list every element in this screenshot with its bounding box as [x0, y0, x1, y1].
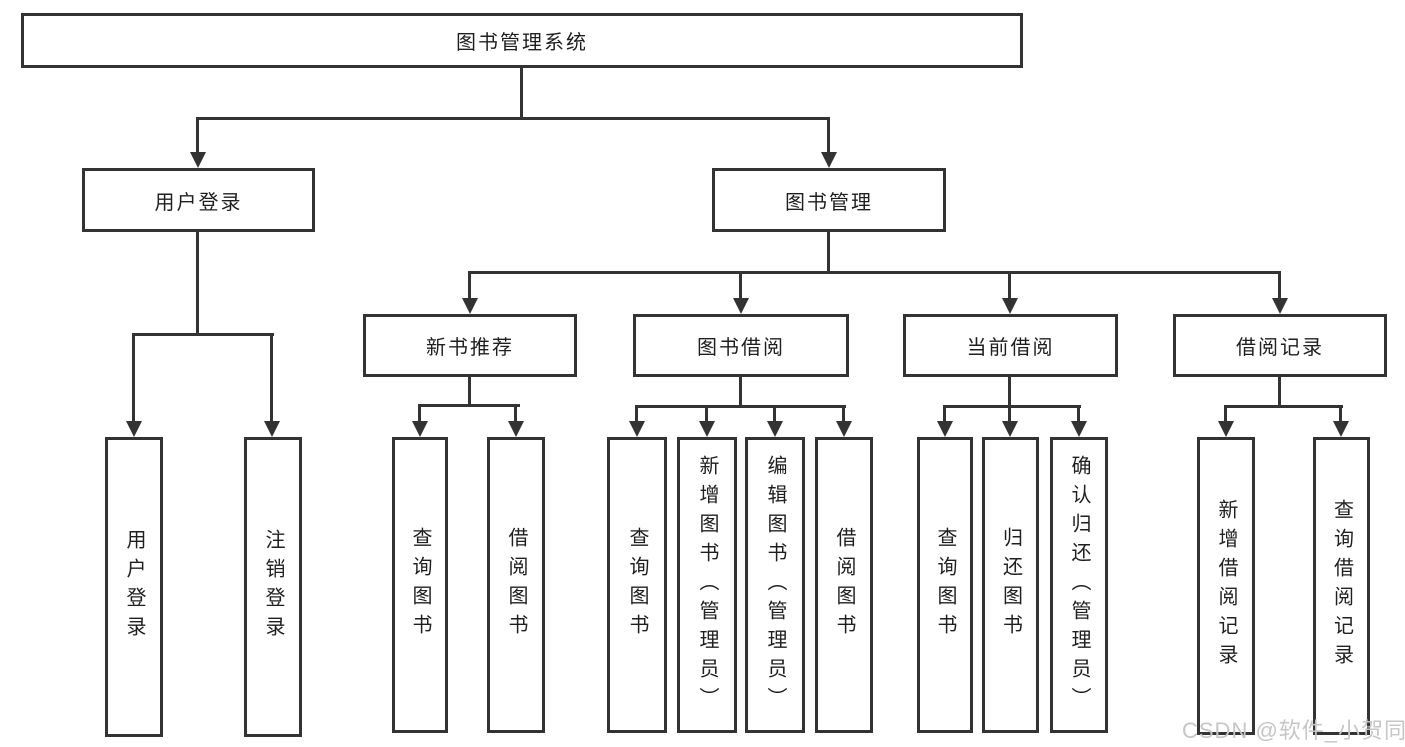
connector-cb-bar [943, 405, 1081, 408]
connector-level3-drop-2 [739, 271, 742, 301]
node-leaf-return-books: 归还图书 [982, 437, 1039, 733]
connector-nb-stem [468, 377, 471, 407]
connector-bb-drop-4 [842, 405, 845, 424]
node-leaf-logout-label: 注销登录 [262, 529, 284, 645]
arrow-down-icon [1071, 421, 1087, 437]
connector-br-bar [1224, 405, 1343, 408]
node-leaf-query-books-2-label: 查询图书 [626, 527, 648, 643]
connector-nb-drop-1 [418, 404, 421, 424]
connector-level2-drop-right [827, 117, 830, 155]
node-leaf-borrow-books-1: 借阅图书 [487, 437, 545, 733]
node-leaf-user-login: 用户登录 [105, 437, 163, 737]
connector-user-login-stem [196, 232, 199, 336]
arrow-down-icon [462, 298, 478, 314]
connector-user-login-bar [132, 333, 274, 336]
arrow-down-icon [1218, 421, 1234, 437]
arrow-down-icon [1272, 298, 1288, 314]
connector-bb-stem [739, 377, 742, 408]
connector-root-stem [520, 68, 523, 118]
arrow-down-icon [836, 421, 852, 437]
connector-cb-drop-1 [943, 405, 946, 424]
node-leaf-query-borrow-record-label: 查询借阅记录 [1330, 499, 1353, 673]
node-leaf-logout: 注销登录 [244, 437, 302, 737]
node-leaf-confirm-return-admin-label: 确认归还（管理员） [1068, 454, 1090, 716]
node-leaf-add-books-admin: 新增图书（管理员） [677, 437, 737, 733]
node-leaf-add-borrow-record: 新增借阅记录 [1197, 437, 1255, 735]
node-new-book-recommend-label: 新书推荐 [426, 337, 514, 359]
arrow-down-icon [412, 421, 428, 437]
node-leaf-query-books-3-label: 查询图书 [934, 527, 956, 643]
node-borrow-records-label: 借阅记录 [1236, 337, 1324, 359]
connector-user-login-drop-right [270, 333, 273, 423]
arrow-down-icon [1002, 421, 1018, 437]
arrow-down-icon [190, 152, 206, 168]
node-book-borrow: 图书借阅 [633, 314, 849, 377]
connector-level2-bar [196, 117, 830, 120]
connector-br-stem [1278, 377, 1281, 408]
connector-br-drop-2 [1339, 405, 1342, 424]
watermark: CSDN @软件_小贺同学 [1182, 718, 1405, 743]
node-root-label: 图书管理系统 [456, 32, 588, 54]
connector-nb-drop-2 [514, 404, 517, 424]
connector-bb-bar [635, 405, 846, 408]
node-current-borrow: 当前借阅 [903, 314, 1118, 377]
node-leaf-confirm-return-admin: 确认归还（管理员） [1050, 437, 1108, 733]
arrow-down-icon [1002, 298, 1018, 314]
connector-book-mgmt-stem [827, 232, 830, 274]
arrow-down-icon [821, 152, 837, 168]
node-leaf-query-books-1: 查询图书 [392, 437, 448, 733]
connector-level2-drop-left [196, 117, 199, 155]
arrow-down-icon [1333, 421, 1349, 437]
connector-bb-drop-1 [635, 405, 638, 424]
node-leaf-add-borrow-record-label: 新增借阅记录 [1215, 499, 1237, 673]
arrow-down-icon [629, 421, 645, 437]
node-new-book-recommend: 新书推荐 [363, 314, 577, 377]
connector-bb-drop-3 [773, 405, 776, 424]
node-leaf-query-books-3: 查询图书 [917, 437, 973, 733]
connector-cb-drop-3 [1077, 405, 1080, 424]
node-leaf-user-login-label: 用户登录 [123, 529, 145, 645]
node-user-login: 用户登录 [82, 168, 315, 232]
connector-level3-bar [468, 271, 1281, 274]
connector-cb-stem [1008, 377, 1011, 408]
node-book-management: 图书管理 [712, 168, 946, 232]
connector-nb-bar [418, 404, 520, 407]
node-user-login-label: 用户登录 [154, 191, 243, 214]
node-leaf-borrow-books-2-label: 借阅图书 [833, 527, 855, 643]
node-leaf-edit-books-admin: 编辑图书（管理员） [745, 437, 805, 733]
arrow-down-icon [937, 421, 953, 437]
node-borrow-records: 借阅记录 [1173, 314, 1387, 377]
connector-bb-drop-2 [705, 405, 708, 424]
node-leaf-edit-books-admin-label: 编辑图书（管理员） [764, 454, 786, 716]
node-leaf-borrow-books-2: 借阅图书 [815, 437, 873, 733]
arrow-down-icon [264, 421, 280, 437]
node-leaf-query-books-1-label: 查询图书 [409, 527, 431, 643]
node-leaf-query-borrow-record: 查询借阅记录 [1313, 437, 1370, 735]
connector-level3-drop-4 [1278, 271, 1281, 301]
arrow-down-icon [126, 421, 142, 437]
arrow-down-icon [699, 421, 715, 437]
node-leaf-query-books-2: 查询图书 [607, 437, 667, 733]
arrow-down-icon [733, 298, 749, 314]
node-leaf-return-books-label: 归还图书 [999, 527, 1022, 643]
node-book-borrow-label: 图书借阅 [697, 337, 785, 359]
node-leaf-add-books-admin-label: 新增图书（管理员） [696, 454, 718, 716]
connector-user-login-drop-left [132, 333, 135, 423]
node-book-management-label: 图书管理 [785, 191, 873, 214]
node-current-borrow-label: 当前借阅 [966, 337, 1055, 359]
node-root: 图书管理系统 [21, 13, 1023, 68]
node-leaf-borrow-books-1-label: 借阅图书 [505, 527, 527, 643]
connector-level3-drop-3 [1008, 271, 1011, 301]
connector-br-drop-1 [1224, 405, 1227, 424]
connector-cb-drop-2 [1008, 405, 1011, 424]
arrow-down-icon [508, 421, 524, 437]
arrow-down-icon [767, 421, 783, 437]
connector-level3-drop-1 [468, 271, 471, 301]
